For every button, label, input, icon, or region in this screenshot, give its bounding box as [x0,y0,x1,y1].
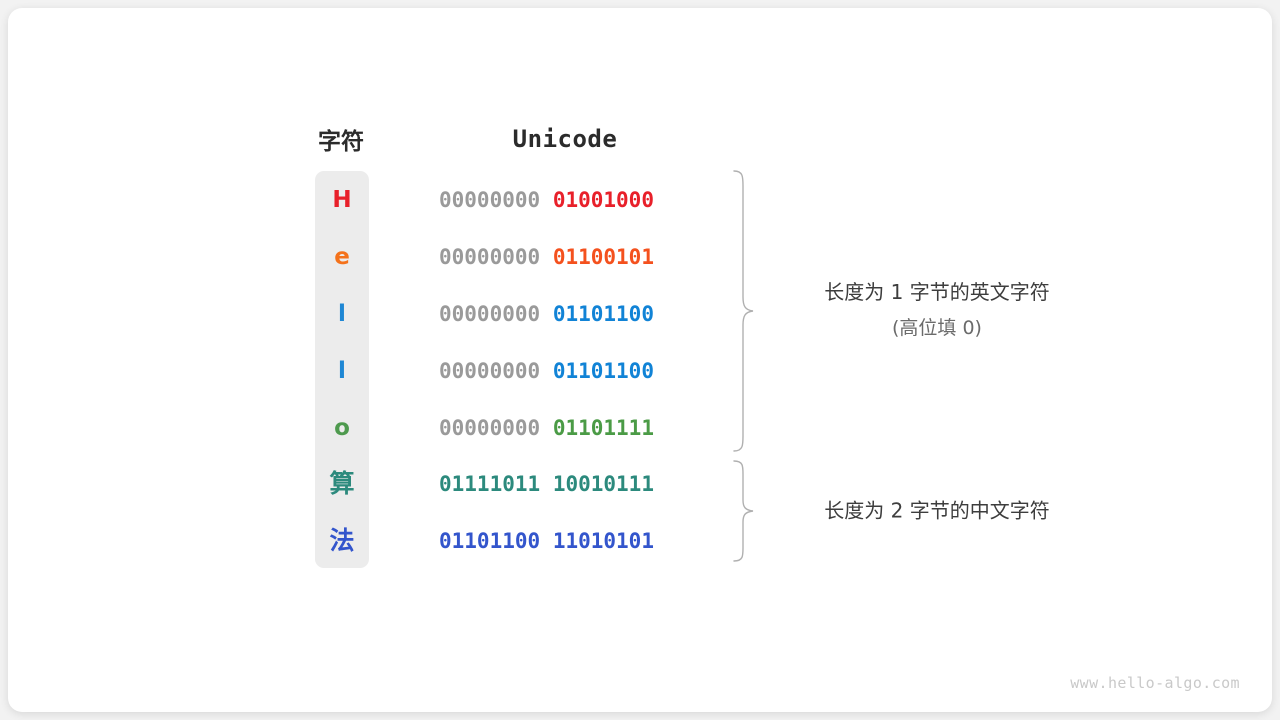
char-cell-3: l [338,358,346,384]
brace-chinese-group [733,460,754,562]
binary-row-6: 01101100 11010101 [439,526,699,556]
binary-row-1: 00000000 01100101 [439,242,699,272]
binary-row-5: 01111011 10010111 [439,469,699,499]
binary-high-byte-0: 00000000 [439,188,541,212]
binary-high-byte-3: 00000000 [439,359,541,383]
binary-row-3: 00000000 01101100 [439,356,699,386]
annotation-english-main: 长度为 1 字节的英文字符 [824,280,1050,304]
binary-high-byte-5: 01111011 [439,472,541,496]
annotation-english-sub: (高位填 0) [892,317,982,339]
binary-row-4: 00000000 01101111 [439,413,699,443]
binary-low-byte-1: 01100101 [552,245,654,269]
char-cell-2: l [338,301,346,327]
watermark: www.hello-algo.com [1070,674,1240,692]
binary-high-byte-2: 00000000 [439,302,541,326]
char-cell-4: o [334,415,350,441]
binary-row-0: 00000000 01001000 [439,185,699,215]
brace-english-group [733,170,754,452]
binary-low-byte-0: 01001000 [552,188,654,212]
char-cell-0: H [332,187,352,213]
binary-high-byte-1: 00000000 [439,245,541,269]
binary-low-byte-3: 01101100 [552,359,654,383]
binary-low-byte-2: 01101100 [552,302,654,326]
binary-high-byte-4: 00000000 [439,416,541,440]
char-cell-6: 法 [329,526,355,555]
figure-card: 字符 Unicode H e l l o 算 法 00000000 010010… [8,8,1272,712]
annotation-chinese-main: 长度为 2 字节的中文字符 [824,498,1050,523]
binary-low-byte-6: 11010101 [552,529,654,553]
annotation-english: 长度为 1 字节的英文字符 (高位填 0) [824,276,1049,340]
binary-low-byte-5: 10010111 [552,472,654,496]
binary-row-2: 00000000 01101100 [439,299,699,329]
annotation-chinese: 长度为 2 字节的中文字符 [824,495,1049,524]
char-column-header: 字符 [318,129,364,155]
char-column-panel [315,171,369,568]
char-cell-5: 算 [329,469,355,498]
binary-high-byte-6: 01101100 [439,529,541,553]
char-cell-1: e [334,244,350,270]
binary-low-byte-4: 01101111 [552,416,654,440]
unicode-column-header: Unicode [512,125,618,153]
